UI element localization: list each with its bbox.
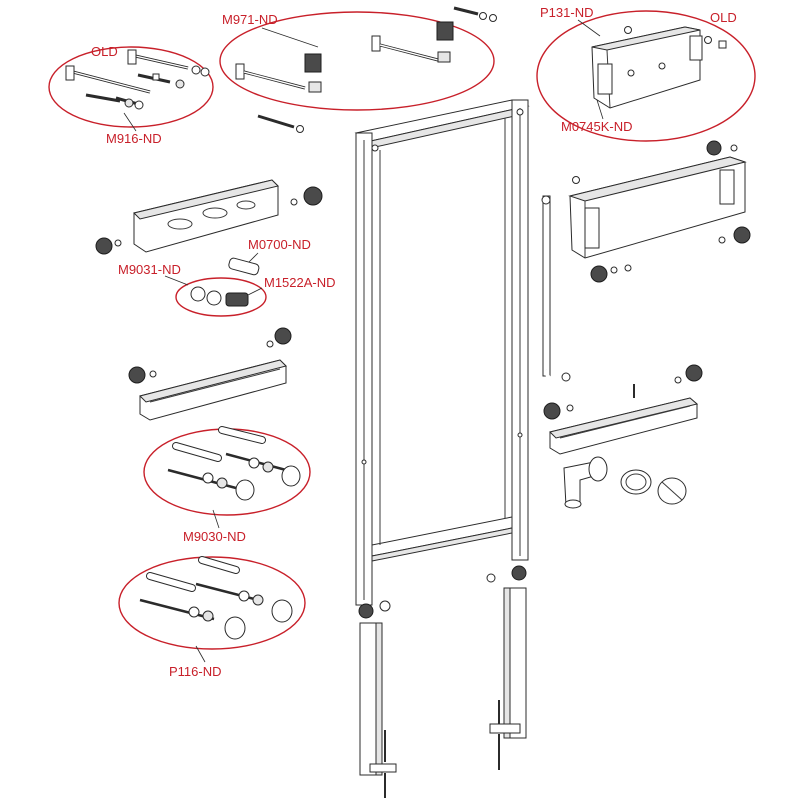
outline-m916 xyxy=(48,46,214,128)
leader-m916 xyxy=(123,112,137,132)
leader-p116 xyxy=(195,645,206,663)
m9030-parts xyxy=(167,426,301,501)
label-old-right: OLD xyxy=(710,10,737,25)
main-frame xyxy=(354,99,530,606)
outline-p131 xyxy=(536,10,756,142)
leader-m9031 xyxy=(164,275,189,286)
m971-parts xyxy=(235,6,497,133)
leader-lines xyxy=(123,19,604,663)
leader-m971 xyxy=(261,27,319,48)
right-bracket-lower xyxy=(543,364,703,455)
label-m971: M971-ND xyxy=(222,12,278,27)
drain-fittings xyxy=(563,456,687,509)
outline-m971 xyxy=(219,11,495,111)
leader-m1522a xyxy=(245,287,263,297)
label-m0700: M0700-ND xyxy=(248,237,311,252)
label-p116: P116-ND xyxy=(169,664,222,679)
outline-p116 xyxy=(118,556,306,650)
label-old-left: OLD xyxy=(91,44,118,59)
left-bracket-upper xyxy=(95,179,323,255)
label-m9031: M9031-ND xyxy=(118,262,181,277)
right-box-lower xyxy=(568,140,751,283)
p116-parts xyxy=(139,556,293,640)
lower-legs xyxy=(358,565,527,798)
leader-p131 xyxy=(577,19,601,37)
label-p131: P131-ND xyxy=(540,5,593,20)
leader-m0745k xyxy=(596,99,604,120)
small-fittings xyxy=(190,257,260,307)
label-m1522a: M1522A-ND xyxy=(264,275,336,290)
left-bracket-middle xyxy=(128,327,292,421)
leader-m9030 xyxy=(212,509,220,529)
m916-parts xyxy=(65,49,210,110)
label-m0745k: M0745K-ND xyxy=(561,119,633,134)
outline-m9031 xyxy=(175,277,267,317)
label-m9030: M9030-ND xyxy=(183,529,246,544)
label-m916: M916-ND xyxy=(106,131,162,146)
part-labels: M971-ND P131-ND OLD OLD M916-ND M0745K-N… xyxy=(91,5,737,679)
flush-pipe xyxy=(541,195,571,383)
p131-parts xyxy=(591,26,727,109)
